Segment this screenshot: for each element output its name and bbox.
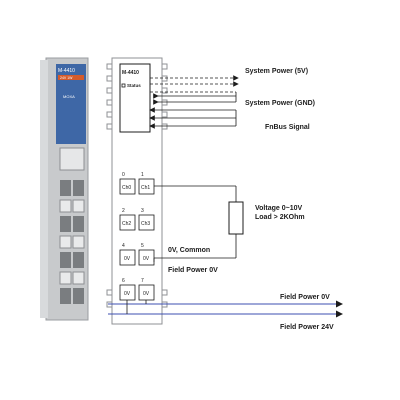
module-brand-logo: MOXA	[63, 94, 75, 99]
module-release-lever	[59, 147, 85, 171]
channel-terminals: 0 1 Ch0 Ch1 2 3 Ch2 Ch3 4 5 0V 0V 6 7 0V…	[119, 172, 155, 301]
module-photo: M-4410 24V 1W MOXA	[40, 57, 89, 321]
channel-2-number: 2	[122, 208, 125, 214]
channel-4-number: 4	[122, 243, 125, 249]
channel-3-label: Ch3	[141, 221, 150, 227]
channel-2-label: Ch2	[122, 221, 131, 227]
channel-3-number: 3	[141, 208, 144, 214]
load-wiring	[153, 185, 244, 262]
channel-6-number: 6	[122, 278, 125, 284]
channel-7-label: 0V	[143, 291, 150, 297]
field-power-24v-label: Field Power 24V	[280, 324, 334, 331]
system-power-gnd-label: System Power (GND)	[245, 100, 315, 107]
system-power-5v-label: System Power (5V)	[245, 68, 308, 75]
load-label: Load > 2KOhm	[255, 214, 305, 221]
module-model-sub-text: 24V 1W	[60, 76, 73, 80]
field-power-0v-inner-label: Field Power 0V	[168, 267, 218, 274]
channel-0-number: 0	[122, 172, 125, 178]
channel-4-label: 0V	[124, 256, 131, 262]
voltage-range-label: Voltage 0~10V	[255, 205, 302, 212]
channel-0-label: Ch0	[122, 185, 131, 191]
channel-5-number: 5	[141, 243, 144, 249]
load-resistor	[228, 201, 244, 235]
module-terminal-blocks	[59, 180, 85, 304]
module-model-text: M-4410	[58, 68, 75, 74]
status-block-label: Status	[127, 83, 141, 88]
channel-1-label: Ch1	[141, 185, 150, 191]
fnbus-lines	[149, 107, 237, 129]
channel-1-number: 1	[141, 172, 144, 178]
zero-v-common-label: 0V, Common	[168, 247, 210, 254]
channel-5-label: 0V	[143, 256, 150, 262]
system-power-lines	[150, 75, 239, 105]
channel-7-number: 7	[141, 278, 144, 284]
status-block-model: M-4410	[122, 70, 139, 76]
fnbus-signal-label: FnBus Signal	[265, 124, 310, 131]
status-block: M-4410 Status	[119, 63, 151, 133]
field-power-0v-label: Field Power 0V	[280, 294, 330, 301]
field-power-rails	[108, 300, 343, 318]
channel-6-label: 0V	[124, 291, 131, 297]
